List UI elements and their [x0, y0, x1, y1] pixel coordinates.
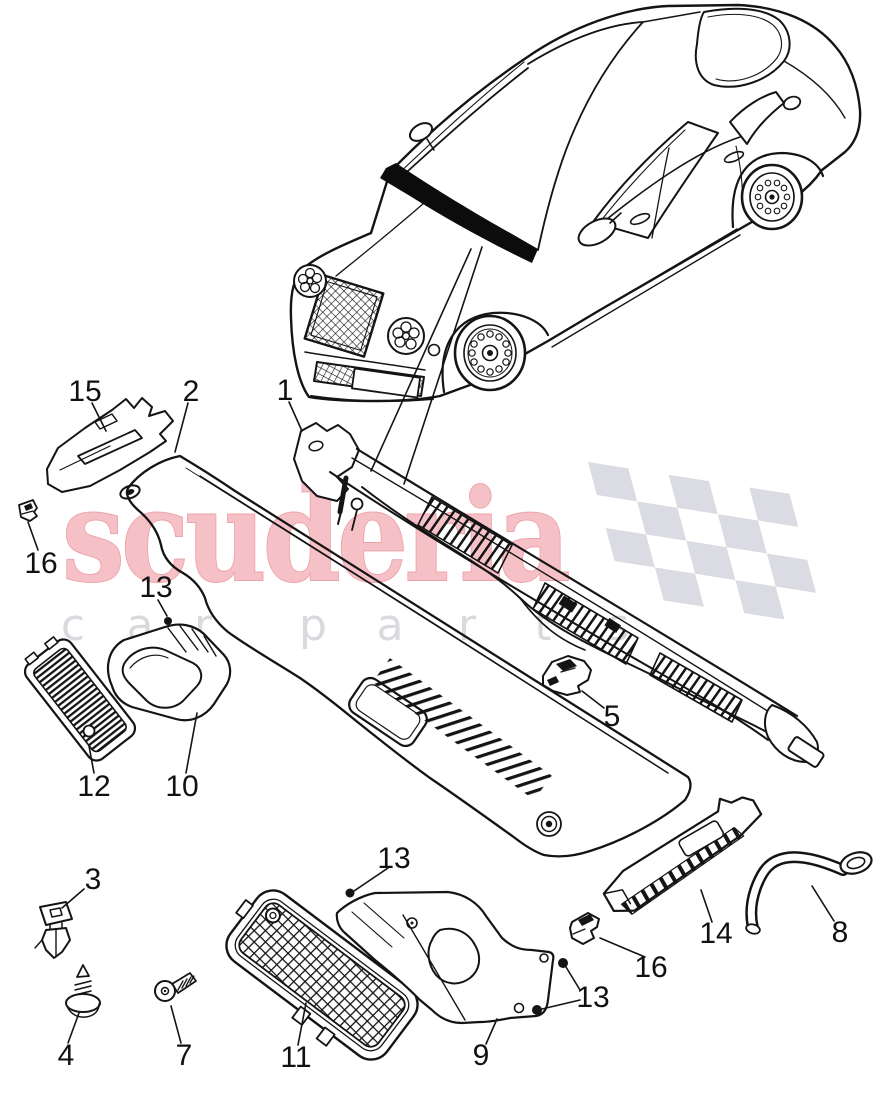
fastener-dots [164, 617, 568, 1015]
part-9-duct-plate [335, 890, 555, 1025]
locator-line [403, 246, 483, 485]
side-window-front [592, 121, 719, 239]
part-10-air-duct [106, 623, 232, 722]
watermark-title: scuderia [62, 462, 568, 610]
callout-9: 9 [473, 1039, 490, 1072]
part-4-grommet [65, 964, 101, 1018]
side-mirror-left [408, 122, 435, 151]
panel-grommet [536, 811, 562, 837]
rear-window [694, 7, 791, 88]
part-16-clip-right [569, 912, 600, 945]
side-mirror-right [577, 212, 622, 247]
part-2-cowl-panel [119, 454, 692, 858]
door-handle-front [629, 212, 651, 226]
callout-7: 7 [176, 1039, 193, 1072]
radiator-grille [303, 274, 385, 358]
fastener-dot [164, 617, 172, 625]
watermark-letter: r [458, 600, 477, 651]
side-window-rear [729, 91, 785, 145]
callout-12: 12 [77, 770, 110, 803]
callout-leader-lines [27, 401, 835, 1046]
part-1-cowl-top-assembly [293, 422, 825, 768]
car-illustration [289, 3, 862, 485]
callout-11: 11 [280, 1041, 311, 1074]
callout-13: 13 [576, 981, 609, 1014]
fastener-dot [345, 888, 355, 898]
locator-line [370, 248, 472, 472]
part-15-corner-trim [46, 397, 174, 493]
watermark-letter: p [299, 600, 327, 651]
part-14-support-bracket [602, 796, 763, 915]
headlight-left [293, 264, 327, 298]
callout-16: 16 [24, 547, 57, 580]
callout-2: 2 [183, 375, 200, 408]
part-16-clip-left [18, 499, 38, 522]
fuel-cap [782, 95, 802, 111]
callout-16: 16 [634, 951, 667, 984]
rear-wheel [740, 163, 804, 231]
callout-13: 13 [377, 842, 410, 875]
callout-1: 1 [277, 374, 294, 407]
callout-15: 15 [68, 375, 101, 408]
callout-10: 10 [165, 770, 198, 803]
part-12-grille [23, 636, 137, 762]
part-11-mesh-grille [225, 889, 419, 1061]
callout-14: 14 [699, 917, 732, 950]
callout-5: 5 [604, 700, 621, 733]
watermark-letter: a [377, 600, 404, 651]
fastener-dot [532, 1005, 542, 1015]
license-plate [351, 367, 421, 399]
callout-4: 4 [58, 1039, 75, 1072]
callout-labels: 15 2 1 16 13 12 10 5 3 13 4 7 11 9 13 16… [24, 374, 848, 1074]
part-3-expanding-clip [34, 901, 73, 959]
part-8-drain-hose [745, 851, 873, 935]
part-7-screw [154, 972, 197, 1002]
callout-8: 8 [832, 916, 849, 949]
windshield [399, 21, 644, 251]
diagram-art [18, 3, 873, 1061]
cowl-highlight-strip [380, 163, 538, 263]
door-handle-rear [723, 150, 745, 164]
fastener-dot [558, 958, 568, 968]
panel-vent-slots [372, 658, 552, 800]
callout-13: 13 [139, 571, 172, 604]
part-5-clip [542, 655, 592, 696]
watermark-flag [588, 462, 817, 620]
front-wheel [453, 314, 527, 392]
headlight-right [387, 317, 441, 357]
callout-3: 3 [85, 863, 102, 896]
